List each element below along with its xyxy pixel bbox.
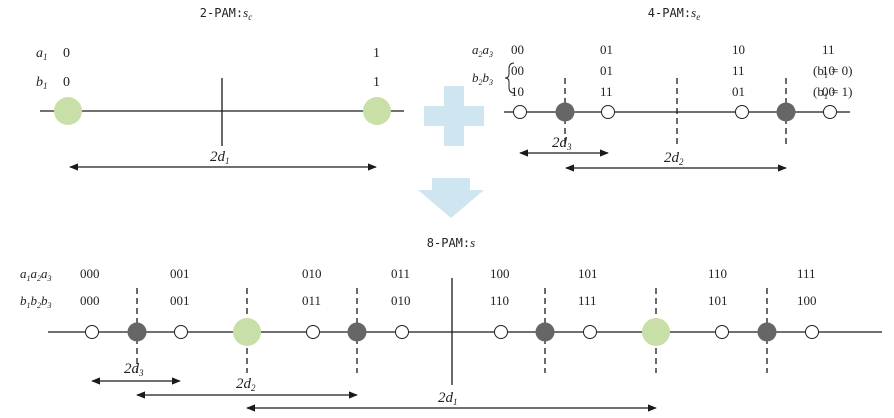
pam4-a-code: 10: [732, 42, 745, 57]
pam8-b-code: 110: [490, 293, 509, 308]
pam8-green-point: [642, 318, 670, 346]
pam4-panel: a2a3 b2b3 00 00 10 01 01 11 10 11 01 11 10 00 (b1 =…: [472, 42, 853, 172]
pam4-brace: [504, 62, 515, 94]
pam8-open-point: [805, 325, 819, 339]
pam8-b-code: 010: [391, 293, 411, 308]
pam2-panel: a1 b1 0 1 0 1 2d1: [36, 46, 404, 171]
pam8-dark-point: [347, 322, 367, 342]
plus-icon: [424, 86, 484, 146]
pam8-b-code: 111: [578, 293, 597, 308]
pam4-condition-b1-one: (b1 = 1): [813, 84, 853, 101]
pam4-row-b-label: b2b3: [472, 70, 493, 87]
pam4-a-code: 11: [822, 42, 835, 57]
pam2-b-left: 0: [63, 75, 70, 90]
pam4-b-code-row2: 10: [511, 84, 524, 99]
pam2-row-a-label: a1: [36, 46, 48, 62]
pam8-codes: 000 000 001 001 010 011 011 010 100 110 101 111 110 1…: [80, 266, 817, 308]
pam2-a-right: 1: [373, 46, 380, 61]
pam8-a-code: 000: [80, 266, 100, 281]
pam4-open-point: [513, 105, 527, 119]
pam4-b-code-row1: 00: [511, 63, 524, 78]
pam4-condition-b1-zero: (b1 = 0): [813, 63, 853, 80]
pam8-open-point: [85, 325, 99, 339]
pam8-a-code: 011: [391, 266, 410, 281]
pam8-a-code: 001: [170, 266, 190, 281]
pam8-dark-point: [535, 322, 555, 342]
pam8-a-code: 101: [578, 266, 598, 281]
pam8-title: 8-PAM:s: [427, 235, 475, 250]
pam4-d3-label: 2d3: [552, 135, 572, 152]
pam2-a-left: 0: [63, 46, 70, 61]
pam8-open-point: [583, 325, 597, 339]
pam2-green-point: [363, 97, 391, 125]
pam8-d2-label: 2d2: [236, 376, 256, 393]
pam4-points: [513, 102, 837, 122]
pam4-codes: 00 00 10 01 01 11 10 11 01 11 10 00: [511, 42, 835, 99]
pam8-open-point: [306, 325, 320, 339]
pam4-d2-label: 2d2: [664, 150, 684, 167]
pam8-b-code: 000: [80, 293, 100, 308]
pam4-b-code-row2: 00: [822, 84, 835, 99]
pam4-b-code-row1: 11: [732, 63, 745, 78]
pam4-b-code-row1: 01: [600, 63, 613, 78]
pam4-dark-point: [776, 102, 796, 122]
pam4-b-code-row1: 10: [822, 63, 835, 78]
pam8-d1-label: 2d1: [438, 390, 458, 407]
pam8-open-point: [395, 325, 409, 339]
pam8-a-code: 100: [490, 266, 510, 281]
pam8-a-code: 110: [708, 266, 727, 281]
pam8-d3-label: 2d3: [124, 361, 144, 378]
pam2-row-b-label: b1: [36, 75, 48, 91]
pam4-open-point: [601, 105, 615, 119]
pam4-a-code: 00: [511, 42, 524, 57]
pam8-row-b-label: b1b2b3: [20, 293, 52, 310]
pam8-panel: a1a2a3 b1b2b3 000 000 001 001 010 011 011 010 10…: [20, 266, 882, 412]
pam8-b-code: 011: [302, 293, 321, 308]
pam2-b-right: 1: [373, 75, 380, 90]
pam4-row-a-label: a2a3: [472, 42, 493, 59]
pam2-title: 2-PAM:sc: [200, 5, 252, 22]
pam4-b-code-row2: 11: [600, 84, 613, 99]
pam4-open-point: [735, 105, 749, 119]
pam8-dark-point: [127, 322, 147, 342]
down-arrow-icon: [418, 178, 484, 218]
pam8-dark-point: [757, 322, 777, 342]
pam8-open-point: [174, 325, 188, 339]
pam4-title: 4-PAM:se: [648, 5, 700, 22]
pam4-b-code-row2: 01: [732, 84, 745, 99]
pam8-a-code: 111: [797, 266, 816, 281]
pam4-a-code: 01: [600, 42, 613, 57]
pam8-open-point: [494, 325, 508, 339]
pam8-green-point: [233, 318, 261, 346]
pam8-points: [85, 318, 819, 346]
pam4-open-point: [823, 105, 837, 119]
pam8-b-code: 100: [797, 293, 817, 308]
pam8-open-point: [715, 325, 729, 339]
pam8-b-code: 001: [170, 293, 190, 308]
pam4-dark-point: [555, 102, 575, 122]
pam8-row-a-label: a1a2a3: [20, 266, 52, 283]
pam8-b-code: 101: [708, 293, 728, 308]
pam2-distance-label: 2d1: [210, 149, 230, 166]
pam8-a-code: 010: [302, 266, 322, 281]
pam2-green-point: [54, 97, 82, 125]
